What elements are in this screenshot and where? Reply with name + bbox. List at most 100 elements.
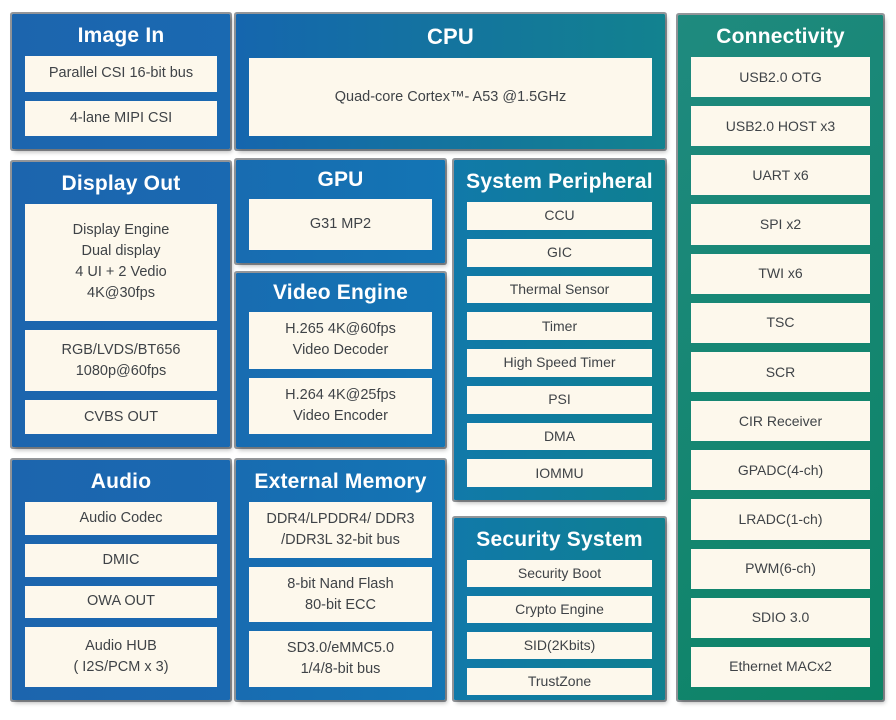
block-item: PSI <box>467 385 652 414</box>
block-item: OWA OUT <box>25 585 217 619</box>
block-item-line: Video Decoder <box>292 342 389 359</box>
block-item: Thermal Sensor <box>467 275 652 304</box>
block-item-line: PSI <box>548 391 571 408</box>
block-item-line: 1/4/8-bit bus <box>300 661 381 678</box>
panel-title: Audio <box>90 470 152 493</box>
block-item: TSC <box>691 302 870 343</box>
block-item-line: G31 MP2 <box>309 216 372 232</box>
block-item: TWI x6 <box>691 253 870 294</box>
block-item: SD3.0/eMMC5.0 1/4/8-bit bus <box>249 631 432 688</box>
block-item-line: Thermal Sensor <box>509 280 610 297</box>
panel-external-memory: External Memory DDR4/LPDDR4/ DDR3/DDR3L … <box>236 460 445 700</box>
block-item: DMIC <box>25 543 217 577</box>
block-item: USB2.0 OTG <box>691 57 870 98</box>
block-item: SDIO 3.0 <box>691 597 870 638</box>
block-item-line: H.265 4K@60fps <box>285 321 396 338</box>
panel-title: Security System <box>476 528 643 551</box>
block-item-line: SCR <box>765 363 796 380</box>
panel-items: G31 MP2 <box>236 199 445 263</box>
block-item-line: OWA OUT <box>87 593 155 610</box>
block-item: IOMMU <box>467 459 652 487</box>
block-item-line: GPADC(4-ch) <box>737 461 824 478</box>
block-item: DDR4/LPDDR4/ DDR3/DDR3L 32-bit bus <box>249 502 432 558</box>
panel-items: Quad-core Cortex™- A53 @1.5GHz <box>236 58 665 149</box>
block-item-line: /DDR3L 32-bit bus <box>281 531 400 548</box>
block-item: GIC <box>467 238 652 267</box>
panel-title: Video Engine <box>272 281 409 304</box>
block-item-line: LRADC(1-ch) <box>738 510 823 527</box>
block-item-line: 4-lane MIPI CSI <box>69 109 173 126</box>
block-item: SPI x2 <box>691 204 870 245</box>
block-item: SCR <box>691 351 870 393</box>
block-item-line: USB2.0 OTG <box>739 68 822 85</box>
block-item-line: 80-bit ECC <box>305 596 376 613</box>
block-item: CCU <box>467 202 652 230</box>
block-item-line: Audio Codec <box>79 509 163 526</box>
block-item-line: TrustZone <box>527 673 592 689</box>
panel-connectivity: Connectivity USB2.0 OTG USB2.0 HOST x3 UAR… <box>678 15 883 700</box>
block-item-line: SDIO 3.0 <box>751 609 810 626</box>
block-item-line: SPI x2 <box>759 216 802 233</box>
block-item-line: 4K@30fps <box>87 285 155 302</box>
panel-gpu: GPU G31 MP2 <box>236 160 445 263</box>
block-item-line: TWI x6 <box>758 265 803 282</box>
block-item-line: USB2.0 HOST x3 <box>725 117 836 134</box>
block-item-line: Display Engine <box>72 222 170 239</box>
block-item: Audio Codec <box>25 502 217 535</box>
block-item-line: Security Boot <box>517 565 602 581</box>
block-item-line: Audio HUB <box>85 638 157 655</box>
block-item: Quad-core Cortex™- A53 @1.5GHz <box>249 58 652 136</box>
block-item-line: H.264 4K@25fps <box>285 386 396 403</box>
panel-title: Connectivity <box>716 25 845 48</box>
block-item: Audio HUB ( I2S/PCM x 3) <box>25 627 217 687</box>
block-item: LRADC(1-ch) <box>691 499 870 540</box>
block-item-line: RGB/LVDS/BT656 <box>61 341 181 358</box>
block-item-line: DDR4/LPDDR4/ DDR3 <box>266 510 415 527</box>
block-item-line: Dual display <box>81 243 161 260</box>
block-item: RGB/LVDS/BT656 1080p@60fps <box>25 329 217 392</box>
block-item-line: 8-bit Nand Flash <box>287 575 394 592</box>
panel-title: GPU <box>317 168 364 191</box>
block-item: TrustZone <box>467 668 652 695</box>
block-item-line: ( I2S/PCM x 3) <box>73 659 169 676</box>
block-item-line: SID(2Kbits) <box>523 637 596 653</box>
block-item: UART x6 <box>691 155 870 196</box>
block-item: Parallel CSI 16-bit bus <box>25 56 217 92</box>
block-item: PWM(6-ch) <box>691 548 870 589</box>
block-item-line: DMIC <box>102 551 140 568</box>
block-item: USB2.0 HOST x3 <box>691 106 870 147</box>
block-item: SID(2Kbits) <box>467 632 652 659</box>
panel-title: External Memory <box>254 470 427 493</box>
panel-items: DDR4/LPDDR4/ DDR3/DDR3L 32-bit bus 8-bit … <box>236 502 445 700</box>
block-item-line: CIR Receiver <box>738 412 823 429</box>
block-item: 8-bit Nand Flash 80-bit ECC <box>249 566 432 623</box>
block-item: 4-lane MIPI CSI <box>25 100 217 136</box>
panel-image-in: Image In Parallel CSI 16-bit bus 4-lane M… <box>12 14 230 149</box>
block-item: Timer <box>467 312 652 340</box>
block-item-line: Parallel CSI 16-bit bus <box>48 65 194 82</box>
block-item-line: High Speed Timer <box>503 354 616 371</box>
block-item: G31 MP2 <box>249 199 432 250</box>
panel-items: USB2.0 OTG USB2.0 HOST x3 UART x6 SPI x2 TWI… <box>678 57 883 700</box>
block-item-line: Video Encoder <box>293 407 388 424</box>
block-item: DMA <box>467 422 652 451</box>
block-item-line: 1080p@60fps <box>75 362 167 379</box>
block-item: GPADC(4-ch) <box>691 450 870 491</box>
block-item-line: SD3.0/eMMC5.0 <box>286 640 395 657</box>
panel-title: Image In <box>77 24 165 47</box>
panel-title: Display Out <box>61 172 181 195</box>
block-item-line: 4 UI + 2 Vedio <box>75 264 167 281</box>
block-item-line: CCU <box>544 207 575 224</box>
block-item: Ethernet MACx2 <box>691 646 870 688</box>
block-item-line: Crypto Engine <box>515 601 604 617</box>
